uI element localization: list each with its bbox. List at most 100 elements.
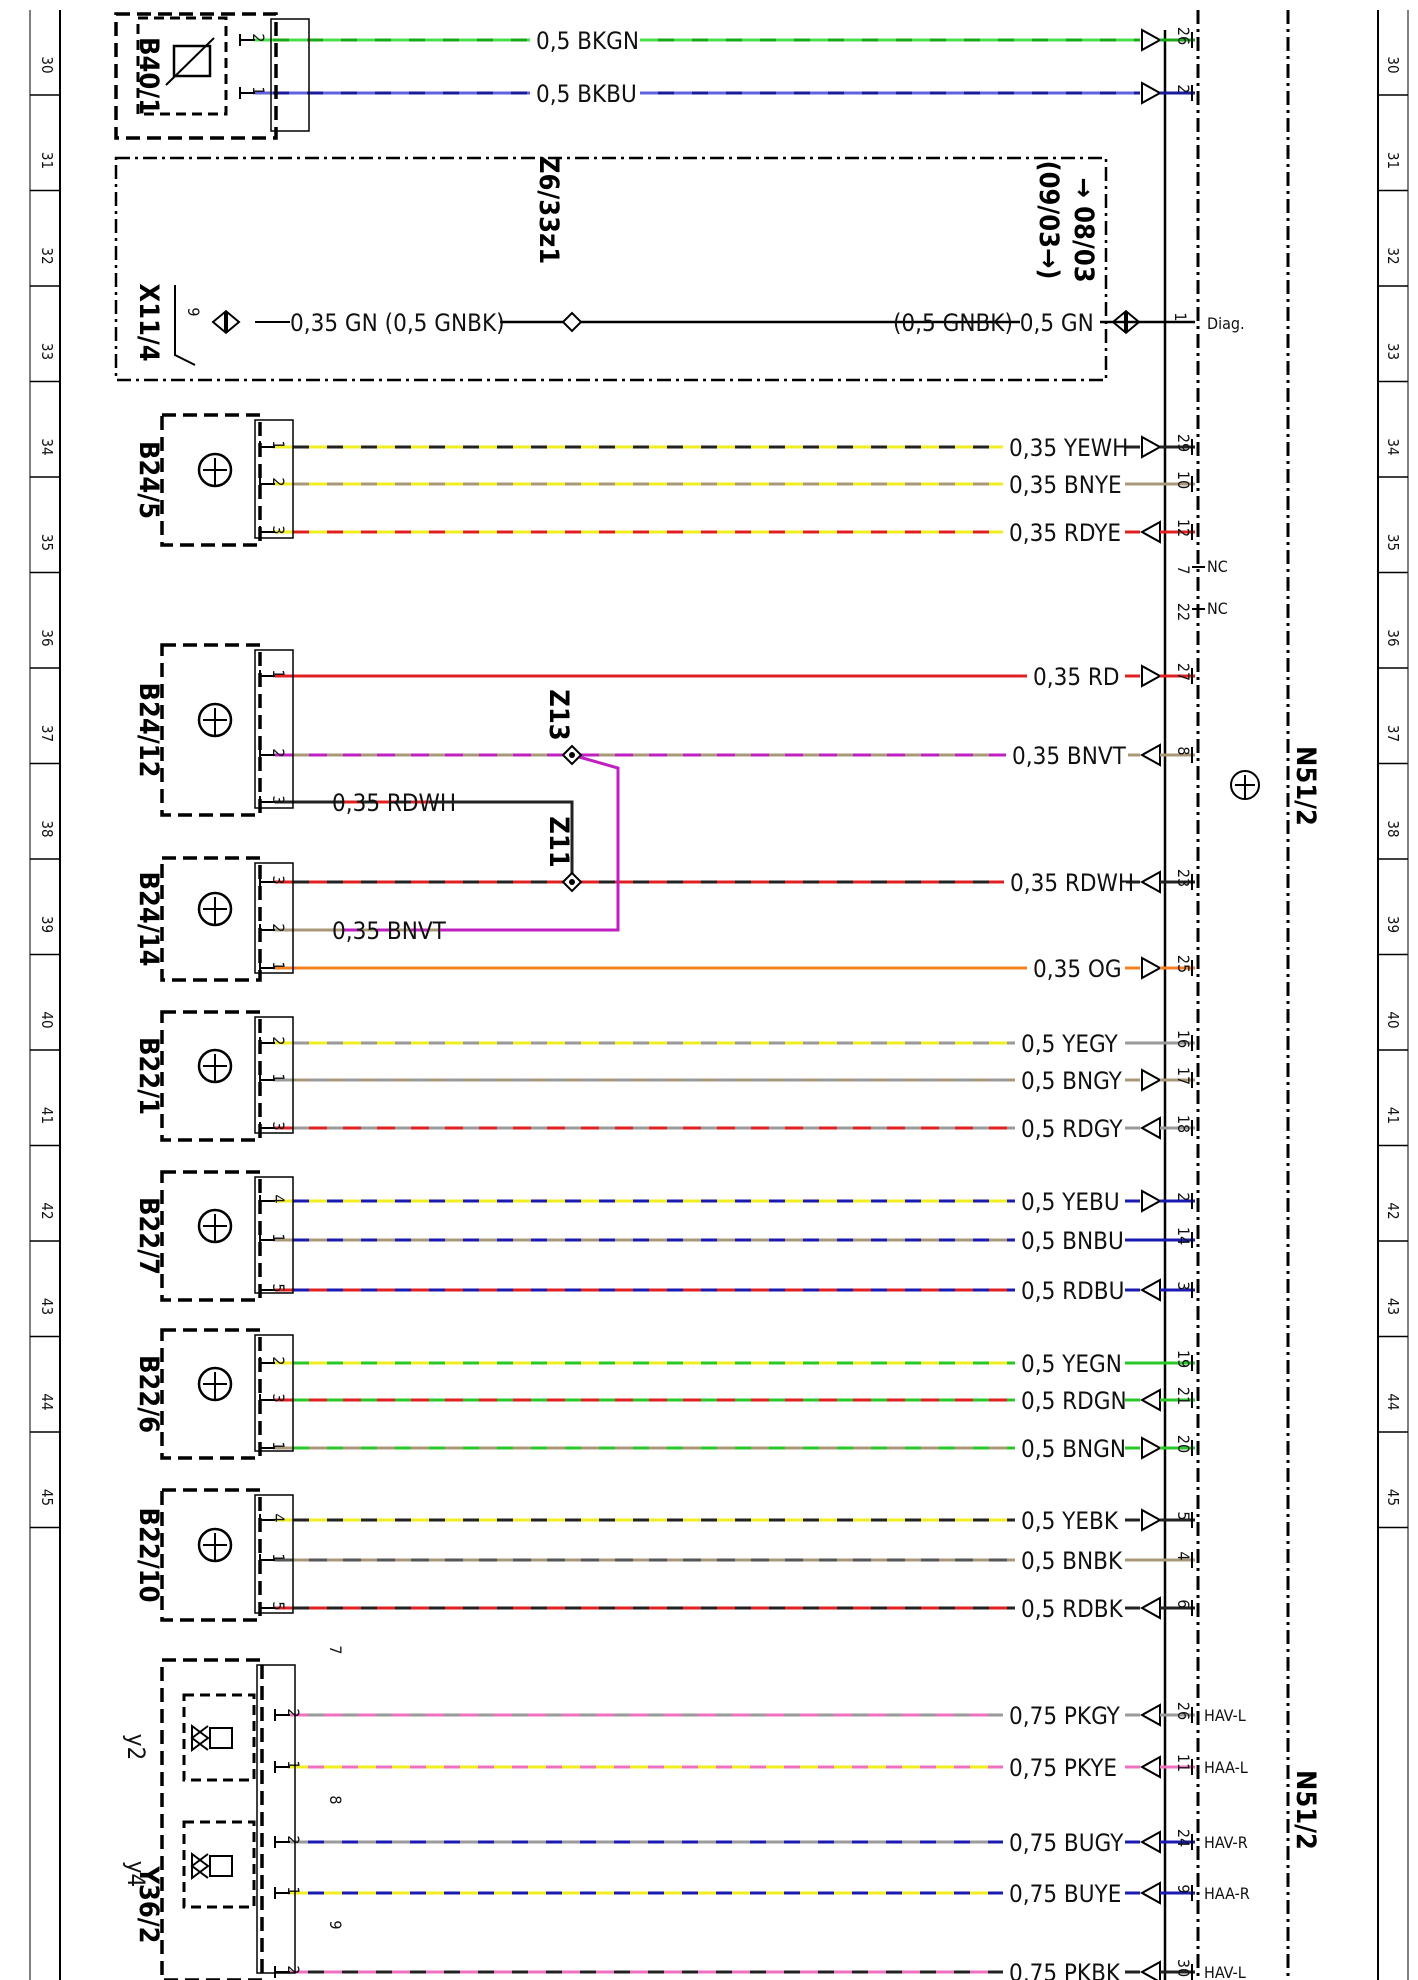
row-number-left: 38 bbox=[38, 820, 56, 837]
sensor-icon-mark bbox=[203, 897, 227, 925]
component-pin-number: 1 bbox=[269, 1073, 288, 1082]
arrow-out-icon bbox=[1139, 1703, 1161, 1727]
arrow-in-icon bbox=[1141, 28, 1163, 52]
module-pin-number: 9 bbox=[1174, 1884, 1193, 1893]
wire-label: 0,35 OG bbox=[1033, 955, 1122, 983]
valve-icon bbox=[190, 1852, 210, 1880]
component-box bbox=[160, 643, 262, 817]
wire-label: 0,5 YEGY bbox=[1021, 1030, 1119, 1058]
component-pin-number: 2 bbox=[269, 477, 288, 486]
component-pin-number: 5 bbox=[269, 1601, 288, 1610]
wire-label: 0,75 PKBK bbox=[1009, 1959, 1121, 1980]
row-number-right: 30 bbox=[1384, 56, 1402, 73]
component-pin-number: 2 bbox=[269, 1356, 288, 1365]
component-label: B40/1 bbox=[133, 37, 164, 115]
module-pin-number: 30 bbox=[1174, 1959, 1193, 1977]
module-pin-number: 27 bbox=[1174, 663, 1193, 681]
connector-housing bbox=[254, 862, 294, 974]
component-box bbox=[160, 856, 262, 982]
wire-label: 0,5 YEBK bbox=[1021, 1507, 1119, 1535]
component-pin-number: 2 bbox=[284, 1708, 303, 1717]
wire-label: 0,75 BUYE bbox=[1009, 1880, 1121, 1908]
wire-label: 0,75 PKGY bbox=[1009, 1702, 1121, 1730]
component-pin-number: 3 bbox=[269, 795, 288, 804]
component-box bbox=[160, 1658, 264, 1980]
module-pin-number: 2 bbox=[1174, 1192, 1193, 1201]
module-sensor-icon bbox=[1230, 770, 1260, 800]
wire-label: 0,35 RDWH bbox=[1010, 869, 1134, 897]
row-number-right: 43 bbox=[1384, 1298, 1402, 1315]
row-number-left: 30 bbox=[38, 56, 56, 73]
connector-housing bbox=[256, 1664, 296, 1974]
wire-label: 0,5 BNGN bbox=[1021, 1435, 1126, 1463]
sensor-icon-mark bbox=[203, 708, 227, 736]
row-number-right: 42 bbox=[1384, 1202, 1402, 1219]
component-b24-14: B24/14 bbox=[133, 856, 294, 982]
wire-label: 0,5 RDBU bbox=[1021, 1277, 1124, 1305]
component-b22-10: B22/10 bbox=[133, 1488, 294, 1622]
valve-coil-icon bbox=[209, 1855, 233, 1877]
module-pin-number: 10 bbox=[1174, 471, 1193, 489]
arrow-out-icon bbox=[1139, 1881, 1161, 1905]
row-number-right: 38 bbox=[1384, 820, 1402, 837]
row-number-right: 44 bbox=[1384, 1393, 1402, 1410]
row-number-left: 34 bbox=[38, 438, 56, 455]
wire-label: 0,35 BNVT bbox=[332, 917, 447, 945]
row-number-left: 37 bbox=[38, 725, 56, 742]
nc-label: NC bbox=[1207, 599, 1228, 618]
module-pin-number: 23 bbox=[1174, 869, 1193, 887]
module-pin-number: 25 bbox=[1174, 955, 1193, 973]
wire-label: 0,35 RD bbox=[1033, 663, 1120, 691]
wire-label: 0,35 BNYE bbox=[1009, 471, 1122, 499]
row-number-left: 45 bbox=[38, 1489, 56, 1506]
component-b24-5: B24/5 bbox=[133, 413, 294, 547]
module-pin-number: 12 bbox=[1174, 519, 1193, 537]
double-arrow-icon bbox=[211, 309, 241, 335]
component-label: B22/1 bbox=[133, 1037, 164, 1115]
sensor-icon-mark bbox=[203, 1214, 227, 1242]
row-number-left: 42 bbox=[38, 1202, 56, 1219]
valve-y2-label: y2 bbox=[122, 1734, 150, 1761]
wire-label: 0,5 BKBU bbox=[536, 80, 637, 108]
valve-y4-label: y4 bbox=[122, 1861, 150, 1888]
wire-label: 0,5 RDBK bbox=[1021, 1595, 1124, 1623]
valve-connector-pin: 8 bbox=[326, 1795, 345, 1804]
wire-label: 0,75 PKYE bbox=[1009, 1754, 1117, 1782]
component-box bbox=[114, 12, 278, 140]
arrow-out-icon bbox=[1139, 870, 1161, 894]
component-pin-number: 1 bbox=[269, 669, 288, 678]
arrow-out-icon bbox=[1139, 1388, 1161, 1412]
wire-label: 0,5 YEGN bbox=[1021, 1350, 1122, 1378]
connector-housing bbox=[270, 18, 310, 132]
component-label: X11/4 bbox=[133, 283, 164, 361]
component-pin-number: 1 bbox=[269, 1233, 288, 1242]
wire-label: 0,5 BNBU bbox=[1021, 1227, 1124, 1255]
wire-label: 0,5 RDGY bbox=[1021, 1115, 1123, 1143]
sensor-icon-mark bbox=[203, 1054, 227, 1082]
thermistor-slash bbox=[165, 37, 215, 86]
wire-label: 0,5 RDGN bbox=[1021, 1387, 1127, 1415]
splice-wire bbox=[440, 753, 620, 932]
splice-dot bbox=[569, 879, 575, 885]
component-pin-number: 1 bbox=[284, 1760, 303, 1769]
row-number-right: 34 bbox=[1384, 438, 1402, 455]
row-number-right: 45 bbox=[1384, 1489, 1402, 1506]
splice-dot bbox=[569, 752, 575, 758]
component-b22-6: B22/6 bbox=[133, 1328, 294, 1460]
module-pin-number: 3 bbox=[1174, 1281, 1193, 1290]
component-pin-number: 4 bbox=[269, 1513, 288, 1522]
